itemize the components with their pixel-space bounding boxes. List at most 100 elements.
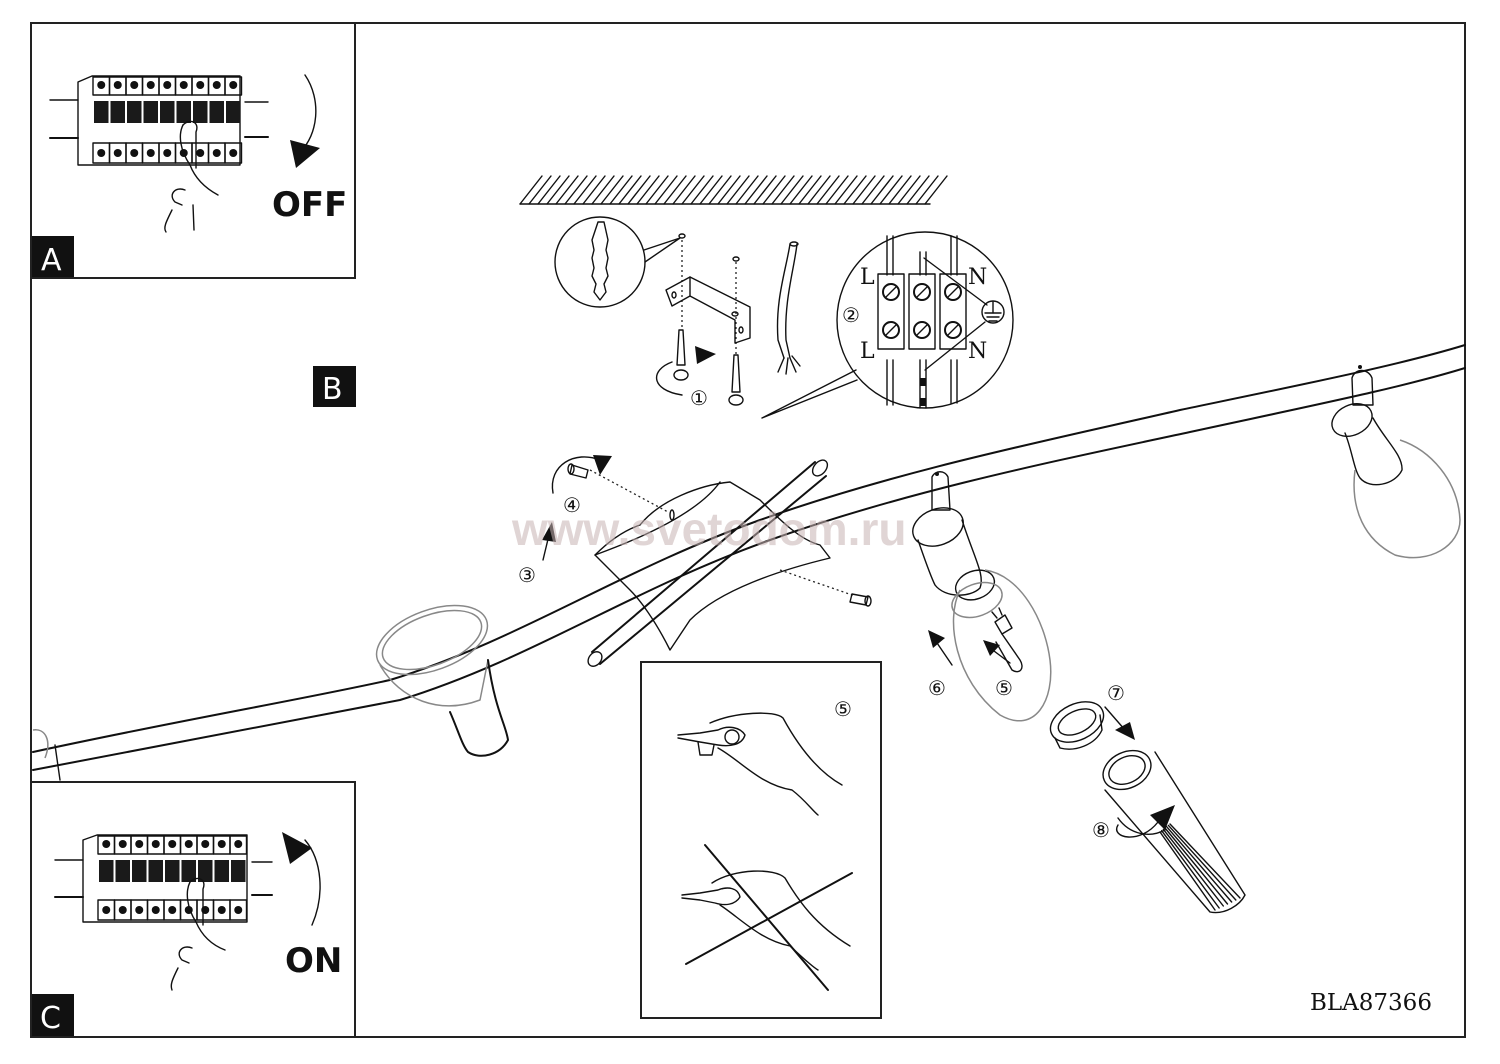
breaker-switch: [231, 860, 246, 882]
bulb-icon: [991, 607, 1023, 673]
hatch-line: [627, 175, 651, 205]
hatch-line: [852, 175, 876, 205]
hatch-line: [879, 175, 903, 205]
breaker-switch: [160, 101, 175, 123]
breaker-module: [224, 76, 243, 164]
bulb-handling-inset: ⑤: [640, 661, 882, 1019]
step-1-label: ①: [690, 386, 708, 410]
twist-arrow-icon: [1116, 821, 1159, 838]
terminal-label-n-top: N: [968, 265, 987, 290]
watermark: www.svetodom.ru: [511, 503, 906, 555]
hatch-line: [690, 175, 714, 205]
hatch-line: [717, 175, 741, 205]
hatch-line: [924, 175, 948, 205]
step-3-label: ③: [518, 563, 536, 587]
ceiling-hatch: [519, 175, 948, 205]
breaker-module: [163, 835, 182, 921]
hatch-line: [861, 175, 885, 205]
hatch-line: [600, 175, 624, 205]
light-rail: [32, 344, 1466, 771]
outer-frame: [30, 22, 1466, 1038]
push-arrow-icon: [934, 639, 953, 666]
hatch-line: [780, 175, 804, 205]
shade: [1102, 749, 1246, 914]
hand-icon: [170, 877, 226, 991]
panel-c: ON C: [30, 781, 356, 1038]
step-4-label: ④: [563, 493, 581, 517]
model-code: BLA87366: [1310, 990, 1432, 1016]
panel-b-badge: B: [322, 372, 343, 407]
hand-icon: [164, 120, 219, 233]
breaker-module: [97, 835, 116, 921]
breaker-switch: [176, 101, 191, 123]
hatch-line: [735, 175, 759, 205]
mounting-bracket: [665, 240, 751, 355]
panel-b-badge-group: B: [313, 366, 356, 407]
panel-c-badge: C: [40, 1001, 61, 1036]
hatch-line: [888, 175, 912, 205]
hatch-line: [618, 175, 642, 205]
terminal-screw-icon: [913, 283, 931, 301]
hatch-line: [771, 175, 795, 205]
rotate-up-arrow-icon: [304, 839, 321, 926]
breaker-module: [191, 76, 210, 164]
step-7-label: ⑦: [1107, 681, 1125, 705]
breaker-module: [174, 76, 193, 164]
hatch-line: [753, 175, 777, 205]
terminal-screw-icon: [913, 321, 931, 339]
screw-icon: [728, 354, 744, 406]
hatch-line: [843, 175, 867, 205]
step-5-label: ⑤: [995, 676, 1013, 700]
hatch-line: [555, 175, 579, 205]
shade-rib: [1169, 823, 1241, 899]
breaker-switch: [198, 860, 213, 882]
hatch-line: [915, 175, 939, 205]
breaker-module: [130, 835, 149, 921]
breaker-switch: [110, 101, 125, 123]
breaker-switch: [99, 860, 114, 882]
breaker-switch: [94, 101, 109, 123]
rotate-arrow-icon: [655, 361, 683, 396]
shade-rib: [1160, 829, 1220, 909]
breaker-module: [113, 835, 132, 921]
hatch-line: [645, 175, 669, 205]
step-6-label: ⑥: [928, 676, 946, 700]
hatch-line: [870, 175, 894, 205]
hatch-line: [726, 175, 750, 205]
hatch-line: [519, 175, 543, 205]
spotlight: [375, 604, 509, 757]
breaker-switch: [209, 101, 224, 123]
hatch-line: [546, 175, 570, 205]
breaker-switch: [115, 860, 130, 882]
terminal-screw-icon: [882, 283, 900, 301]
rotate-down-arrow-icon: [299, 74, 317, 153]
breaker-switch: [181, 860, 196, 882]
hand-with-cloth-correct: [677, 712, 843, 816]
hatch-line: [573, 175, 597, 205]
hatch-line: [663, 175, 687, 205]
breaker-panel-icon: [54, 834, 273, 923]
earth-ground-icon: [981, 300, 1005, 324]
off-label: OFF: [272, 185, 347, 225]
inset-step-5-label: ⑤: [834, 697, 852, 721]
breaker-module: [158, 76, 177, 164]
wiring-detail: L N L N ②: [761, 231, 1014, 419]
breaker-module: [92, 76, 111, 164]
spotlight-exploded: [912, 471, 1052, 722]
attach-arrow-icon: [1104, 706, 1126, 731]
breaker-module: [212, 835, 231, 921]
breaker-module: [125, 76, 144, 164]
spotlight-partial: [32, 729, 61, 781]
hatch-line: [528, 175, 552, 205]
hatch-line: [636, 175, 660, 205]
hatch-line: [798, 175, 822, 205]
terminal-label-l-top: L: [860, 265, 875, 290]
panel-a: OFF A: [30, 22, 356, 279]
breaker-panel-icon: [49, 75, 269, 166]
hatch-line: [816, 175, 840, 205]
power-cable: [776, 241, 801, 375]
hatch-line: [744, 175, 768, 205]
step-8-label: ⑧: [1092, 818, 1110, 842]
breaker-switch: [127, 101, 142, 123]
breaker-switch: [143, 101, 158, 123]
